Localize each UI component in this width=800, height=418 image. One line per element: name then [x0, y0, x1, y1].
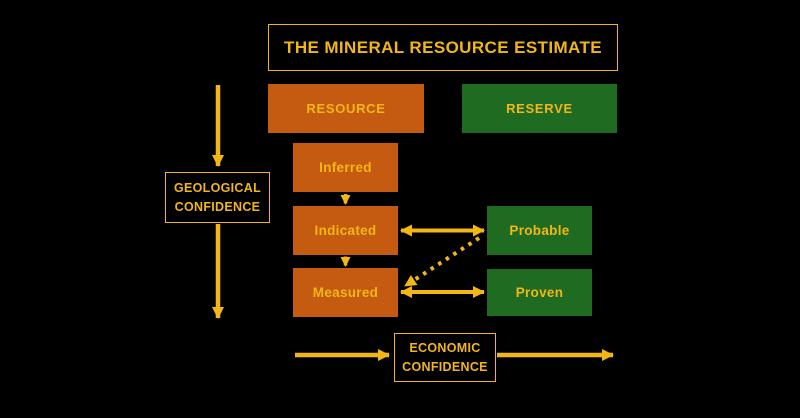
indicated-label: Indicated — [314, 223, 377, 238]
diagram-title-text: THE MINERAL RESOURCE ESTIMATE — [284, 37, 602, 57]
diagram-title: THE MINERAL RESOURCE ESTIMATE — [268, 24, 618, 71]
inferred-box: Inferred — [293, 143, 398, 192]
proven-label: Proven — [515, 285, 564, 300]
resource-category-label: RESOURCE — [306, 101, 386, 116]
reserve-category-label: RESERVE — [506, 101, 573, 116]
measured-box: Measured — [293, 268, 398, 317]
resource-category-box: RESOURCE — [268, 84, 424, 133]
reserve-category-box: RESERVE — [462, 84, 617, 133]
geological-confidence-label-box: GEOLOGICAL CONFIDENCE — [165, 172, 270, 223]
measured-label: Measured — [312, 285, 379, 300]
proven-box: Proven — [487, 269, 592, 316]
geological-confidence-label: GEOLOGICAL CONFIDENCE — [173, 181, 262, 214]
indicated-box: Indicated — [293, 206, 398, 255]
probable-label: Probable — [509, 223, 570, 238]
probable-to-measured-dotted-arrow — [403, 236, 481, 288]
probable-box: Probable — [487, 206, 592, 255]
inferred-label: Inferred — [319, 160, 372, 175]
economic-confidence-label: ECONOMIC CONFIDENCE — [402, 341, 488, 374]
economic-confidence-label-box: ECONOMIC CONFIDENCE — [394, 333, 496, 382]
